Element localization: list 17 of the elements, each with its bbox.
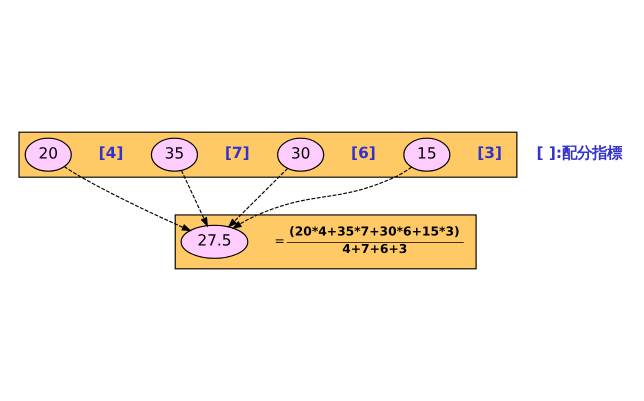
label: 4+7+6+3 — [342, 242, 408, 256]
label: [ ]:配分指標 — [536, 144, 622, 162]
label: (20*4+35*7+30*6+15*3) — [289, 224, 460, 239]
cluster — [18, 132, 518, 178]
node-ellipse: 30 — [277, 138, 324, 172]
node-label: [6] — [351, 144, 376, 162]
cluster — [174, 214, 477, 270]
node-ellipse: 35 — [150, 138, 198, 172]
node-label: [7] — [224, 144, 250, 162]
node-ellipse: 15 — [403, 138, 450, 172]
node-ellipse: 20 — [24, 138, 72, 172]
label: = — [274, 234, 285, 248]
node-label: [4] — [98, 144, 124, 162]
arrow — [232, 166, 412, 230]
arrow — [64, 166, 192, 232]
arrow — [180, 170, 208, 228]
node-label: [3] — [477, 144, 502, 162]
